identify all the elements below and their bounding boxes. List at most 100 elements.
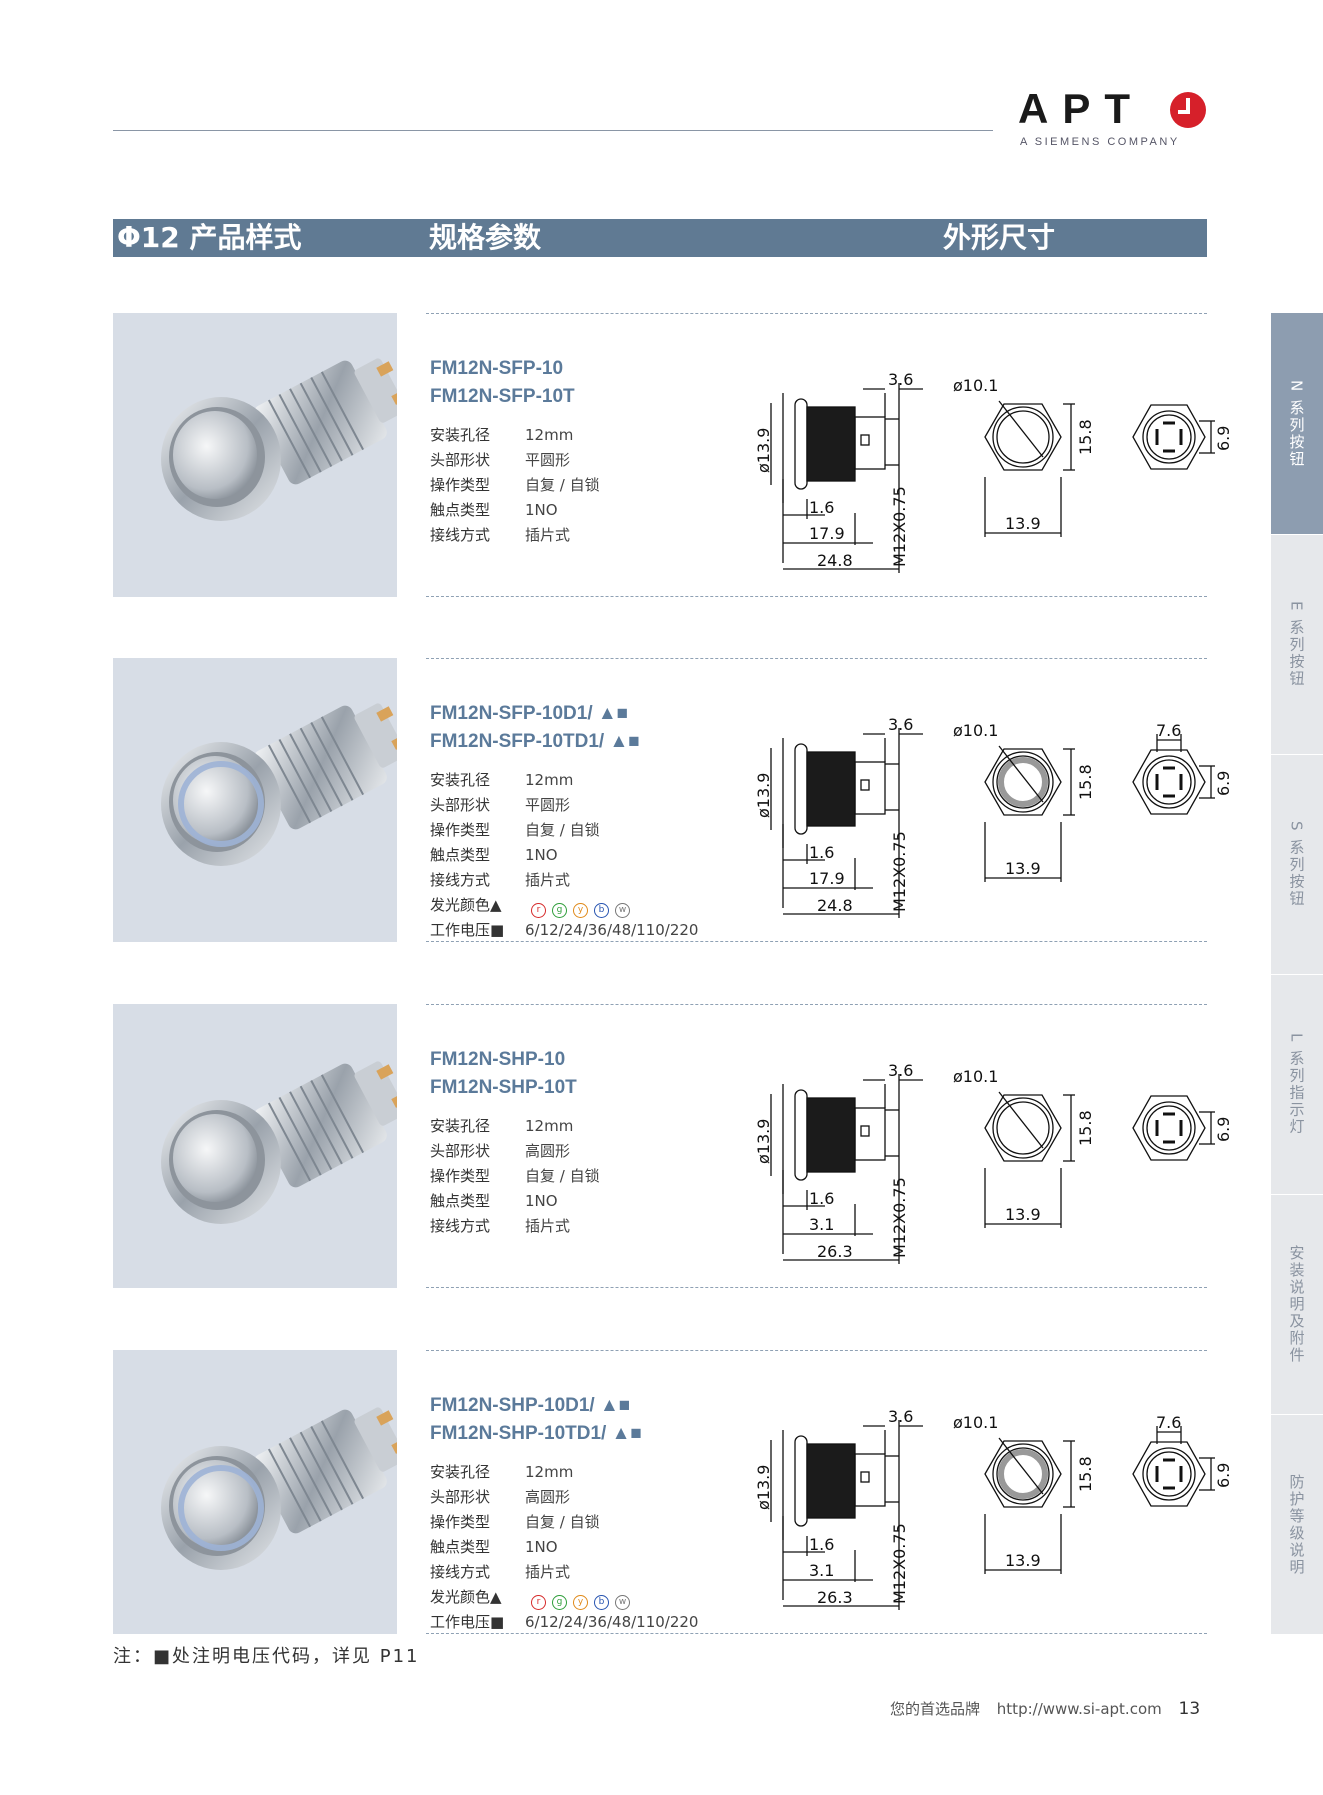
spec-value: 6/12/24/36/48/110/220: [525, 1613, 699, 1631]
dimension-label: 26.3: [817, 1588, 853, 1607]
side-tab-e-series[interactable]: E 系列按钮: [1271, 535, 1323, 755]
spec-row: 接线方式插片式: [430, 1214, 730, 1239]
spec-label: 操作类型: [430, 1167, 491, 1185]
top-rule: [113, 130, 993, 131]
dimension-label: 13.9: [1005, 1551, 1041, 1570]
product-row: FM12N-SHP-10D1/ ▲■ FM12N-SHP-10TD1/ ▲■ 安装…: [113, 1350, 1233, 1635]
spec-row: 操作类型自复 / 自锁: [430, 818, 730, 843]
dimension-label: 15.8: [1076, 764, 1095, 800]
spec-row: 头部形状平圆形: [430, 793, 730, 818]
side-tab-label: N 系列按钮: [1287, 379, 1306, 468]
model-number: FM12N-SHP-10D1/ ▲■: [430, 1395, 631, 1416]
dimension-label: 6.9: [1214, 1463, 1233, 1488]
logo-clock-icon: [1170, 92, 1206, 128]
model-number: FM12N-SFP-10T: [430, 386, 575, 407]
dimension-label: ø13.9: [754, 1465, 773, 1510]
side-tab-s-series[interactable]: S 系列按钮: [1271, 755, 1323, 975]
dimension-label: 13.9: [1005, 859, 1041, 878]
dimension-label: 24.8: [817, 896, 853, 915]
spec-value: 平圆形: [525, 796, 571, 814]
spec-label: 安装孔径: [430, 1463, 491, 1481]
dimension-label: 1.6: [809, 1189, 834, 1208]
side-tab-l-series[interactable]: L 系列指示灯: [1271, 975, 1323, 1195]
dashed-divider: [426, 596, 1207, 597]
spec-value: 高圆形: [525, 1488, 571, 1506]
dimension-label: ø10.1: [953, 1067, 998, 1086]
spec-value: 12mm: [525, 1117, 574, 1135]
spec-label: 操作类型: [430, 476, 491, 494]
header-dimensions: 外形尺寸: [943, 221, 1056, 254]
dimension-label: 1.6: [809, 843, 834, 862]
footnote: 注：■处注明电压代码，详见 P11: [113, 1646, 420, 1667]
product-row: FM12N-SFP-10D1/ ▲■FM12N-SFP-10TD1/ ▲■ 安装…: [113, 658, 1233, 942]
dashed-divider: [426, 658, 1207, 659]
dimension-label: 6.9: [1214, 1117, 1233, 1142]
model-number: FM12N-SHP-10TD1/ ▲■: [430, 1423, 642, 1444]
spec-label: 工作电压■: [430, 1613, 505, 1631]
side-tab-installation[interactable]: 安装说明及附件: [1271, 1195, 1323, 1415]
dimension-label: M12X0.75: [890, 1177, 909, 1258]
spec-label: 安装孔径: [430, 771, 491, 789]
spec-label: 头部形状: [430, 1488, 491, 1506]
dimension-label: 6.9: [1214, 771, 1233, 796]
spec-label: 安装孔径: [430, 1117, 491, 1135]
side-tab-label: 防护等级说明: [1287, 1473, 1306, 1576]
led-color-b-icon: b: [594, 903, 609, 918]
spec-label: 触点类型: [430, 501, 491, 519]
spec-row: 工作电压■ 6/12/24/36/48/110/220: [430, 1610, 730, 1635]
spec-row: 接线方式插片式: [430, 868, 730, 893]
spec-row: 头部形状 高圆形: [430, 1139, 730, 1164]
side-tab-protection[interactable]: 防护等级说明: [1271, 1415, 1323, 1635]
model-number: FM12N-SFP-10: [430, 358, 564, 379]
led-color-y-icon: y: [573, 903, 588, 918]
side-tab-label: E 系列按钮: [1287, 601, 1306, 688]
led-color-r-icon: r: [531, 903, 546, 918]
spec-label: 头部形状: [430, 1142, 491, 1160]
dashed-divider: [426, 313, 1207, 314]
dimension-label: ø13.9: [754, 428, 773, 473]
header-specs: 规格参数: [429, 221, 542, 254]
side-tab-label: 安装说明及附件: [1287, 1245, 1306, 1364]
led-color-b-icon: b: [594, 1595, 609, 1610]
spec-row: 操作类型自复 / 自锁: [430, 473, 730, 498]
dimension-label: 15.8: [1076, 1456, 1095, 1492]
dimension-label: ø10.1: [953, 1413, 998, 1432]
spec-label: 接线方式: [430, 526, 491, 544]
dimension-label: ø13.9: [754, 1119, 773, 1164]
led-color-r-icon: r: [531, 1595, 546, 1610]
spec-label: 触点类型: [430, 1538, 491, 1556]
dimension-label: M12X0.75: [890, 486, 909, 567]
dimension-label: 3.6: [888, 1410, 913, 1426]
dimension-label: 15.8: [1076, 419, 1095, 455]
product-photo: [113, 658, 397, 942]
footer-slogan: 您的首选品牌: [890, 1700, 981, 1718]
side-nav: N 系列按钮 E 系列按钮 S 系列按钮 L 系列指示灯 安装说明及附件 防护等…: [1271, 313, 1323, 1635]
spec-label: 操作类型: [430, 1513, 491, 1531]
spec-label: 头部形状: [430, 451, 491, 469]
dashed-divider: [426, 1004, 1207, 1005]
spec-label: 安装孔径: [430, 426, 491, 444]
side-tab-label: S 系列按钮: [1287, 821, 1306, 908]
page-number: 13: [1178, 1699, 1201, 1719]
spec-label: 接线方式: [430, 871, 491, 889]
dimension-label: 7.6: [1156, 721, 1181, 740]
spec-value: 高圆形: [525, 1142, 571, 1160]
logo-text: APT: [1018, 85, 1144, 132]
footer-url[interactable]: http://www.si-apt.com: [996, 1700, 1162, 1718]
dimension-label: 3.1: [809, 1561, 834, 1580]
side-tab-n-series[interactable]: N 系列按钮: [1271, 313, 1323, 535]
section-header-bar: Φ12 产品样式 规格参数 外形尺寸: [113, 219, 1207, 257]
spec-value: 插片式: [525, 1217, 571, 1235]
dimension-label: 26.3: [817, 1242, 853, 1261]
